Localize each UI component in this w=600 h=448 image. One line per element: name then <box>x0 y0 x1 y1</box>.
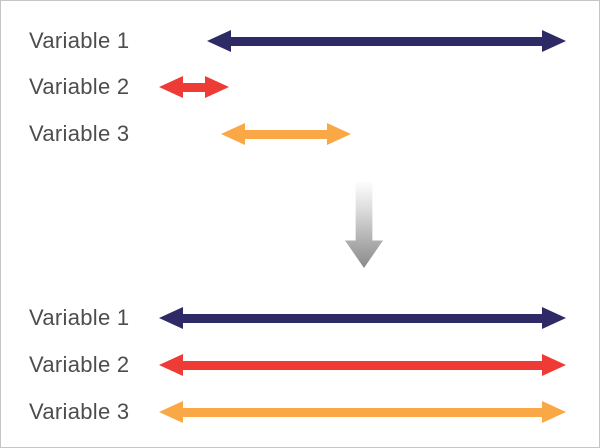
variable-3-range-arrow <box>221 123 351 145</box>
arrow-right-head-icon <box>542 307 566 329</box>
variable-1-range-arrow <box>159 307 566 329</box>
variable-1-label: Variable 1 <box>29 28 130 53</box>
after-row-variable-2: Variable 2 <box>1 352 599 378</box>
before-row-variable-2: Variable 2 <box>1 74 599 100</box>
before-row-variable-3: Variable 3 <box>1 121 599 147</box>
variable-2-range-arrow <box>159 76 229 98</box>
arrow-right-head-icon <box>542 401 566 423</box>
after-row-variable-3: Variable 3 <box>1 399 599 425</box>
arrow-shaft <box>179 313 546 323</box>
arrow-left-head-icon <box>159 354 183 376</box>
variable-2-label: Variable 2 <box>29 352 130 377</box>
variable-2-range-arrow <box>159 354 566 376</box>
arrow-left-head-icon <box>207 30 231 52</box>
down-arrow-icon <box>345 182 383 268</box>
variable-3-range-arrow <box>159 401 566 423</box>
arrow-left-head-icon <box>159 76 183 98</box>
variable-2-label: Variable 2 <box>29 74 130 99</box>
before-row-variable-1: Variable 1 <box>1 28 599 54</box>
arrow-right-head-icon <box>542 354 566 376</box>
arrow-right-head-icon <box>327 123 351 145</box>
arrow-right-head-icon <box>542 30 566 52</box>
after-row-variable-1: Variable 1 <box>1 305 599 331</box>
variable-1-range-arrow <box>207 30 566 52</box>
arrow-left-head-icon <box>159 307 183 329</box>
variable-1-label: Variable 1 <box>29 305 130 330</box>
variable-3-label: Variable 3 <box>29 399 130 424</box>
arrow-shaft <box>179 82 209 92</box>
variable-3-label: Variable 3 <box>29 121 130 146</box>
arrow-shaft <box>179 407 546 417</box>
arrow-shaft <box>241 129 331 139</box>
arrow-right-head-icon <box>205 76 229 98</box>
arrow-left-head-icon <box>159 401 183 423</box>
arrow-left-head-icon <box>221 123 245 145</box>
arrow-shaft <box>227 36 546 46</box>
arrow-shaft <box>179 360 546 370</box>
